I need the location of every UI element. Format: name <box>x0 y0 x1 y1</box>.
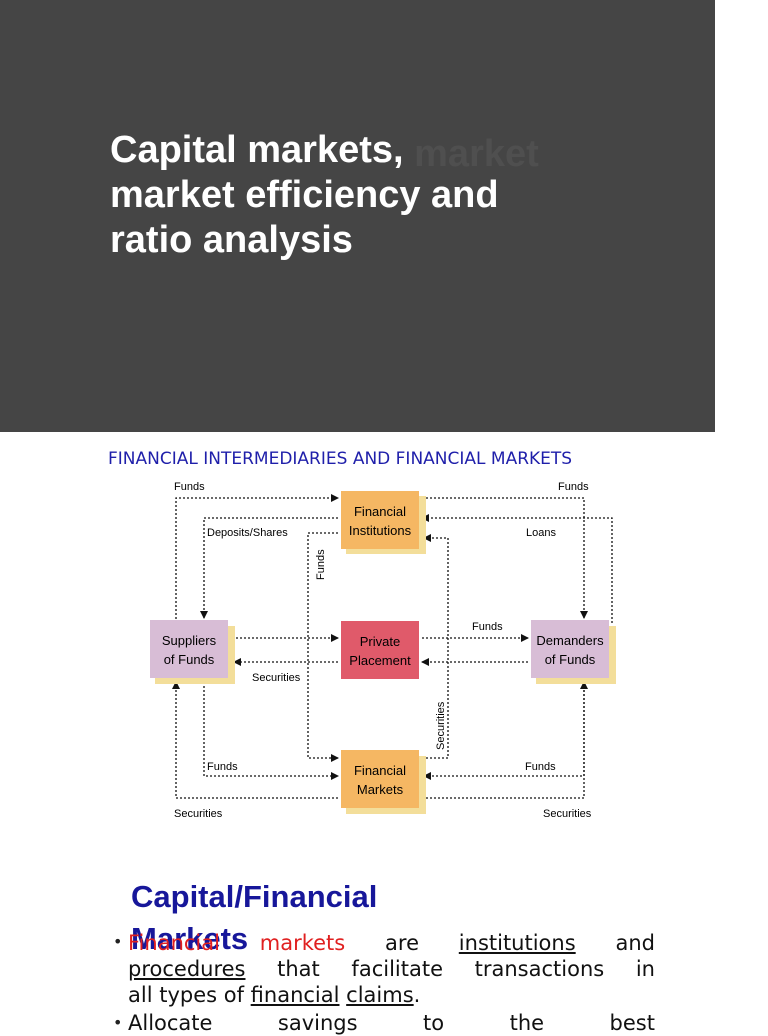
word-the: the <box>509 1011 545 1035</box>
intermediaries-diagram: Financial Institutions Private Placement… <box>150 481 616 820</box>
dem-label-2: of Funds <box>545 652 596 667</box>
link-institutions[interactable]: institutions <box>458 931 576 955</box>
label-securities-vertical: Securities <box>435 701 447 750</box>
bullet-1-dot: • <box>113 932 123 951</box>
word-markets-red: markets <box>259 931 346 955</box>
label-funds-top-right: Funds <box>558 481 589 493</box>
box-demanders-of-funds <box>531 620 609 678</box>
label-securities-bottom-left: Securities <box>174 808 223 820</box>
sup-label-2: of Funds <box>164 652 215 667</box>
label-funds-bottom-left: Funds <box>207 761 238 773</box>
label-deposits-shares: Deposits/Shares <box>207 527 288 539</box>
word-and: and <box>615 931 655 955</box>
bullet-2-dot: • <box>113 1013 123 1032</box>
word-are: are <box>385 931 419 955</box>
bullet-1-text: Financial markets are institutions and p… <box>128 930 655 1008</box>
text-facilitate: that facilitate transactions in <box>277 957 655 981</box>
arrow-funds-top-right <box>422 497 588 619</box>
arrow-funds-top-left <box>175 494 339 623</box>
fi-label-2: Institutions <box>349 523 412 538</box>
arrow-securities-bottom-right <box>422 681 588 799</box>
fm-label-2: Markets <box>357 782 404 797</box>
link-claims[interactable]: claims <box>346 983 414 1007</box>
word-allocate: Allocate <box>128 1011 213 1035</box>
dem-label-1: Demanders <box>536 633 604 648</box>
arrow-securities-bottom-left <box>172 681 338 799</box>
arrow-loans <box>421 514 613 623</box>
fm-label-1: Financial <box>354 763 406 778</box>
label-securities-bottom-right: Securities <box>543 808 592 820</box>
box-private-placement <box>341 621 419 679</box>
title-line-2: market efficiency and <box>110 174 499 216</box>
link-procedures[interactable]: procedures <box>128 957 246 981</box>
sup-label-1: Suppliers <box>162 633 217 648</box>
arrow-securities-vertical <box>422 534 449 759</box>
slide-title: Capital markets, market efficiency and r… <box>110 128 630 263</box>
label-funds-bottom-right: Funds <box>525 761 556 773</box>
label-funds-vertical: Funds <box>315 549 327 580</box>
section-heading-line-1: Capital/Financial <box>131 879 378 914</box>
section-heading: Capital/Financial Markets <box>131 876 431 960</box>
title-line-3: ratio analysis <box>110 219 353 261</box>
section-heading-line-2: Markets <box>131 921 249 956</box>
word-to: to <box>423 1011 445 1035</box>
label-loans: Loans <box>526 527 556 539</box>
box-suppliers-of-funds <box>150 620 228 678</box>
label-funds-middle: Funds <box>472 621 503 633</box>
link-financial[interactable]: financial <box>250 983 340 1007</box>
arrow-funds-bottom-left <box>203 678 339 780</box>
label-securities-middle: Securities <box>252 672 301 684</box>
box-financial-markets <box>341 750 419 808</box>
title-ghost-text: Capital markets, market <box>414 133 539 175</box>
title-line-1: Capital markets, <box>110 129 404 171</box>
fi-label-1: Financial <box>354 504 406 519</box>
pp-label-2: Placement <box>349 653 411 668</box>
bullet-2-text: Allocate savings to the best <box>128 1010 655 1036</box>
box-financial-institutions <box>341 491 419 549</box>
word-best: best <box>609 1011 655 1035</box>
text-all-types: all types of <box>128 983 244 1007</box>
text-period: . <box>413 983 421 1007</box>
pp-label-1: Private <box>360 634 400 649</box>
word-financial-red: Financial <box>128 931 220 955</box>
label-funds-top-left: Funds <box>174 481 205 493</box>
word-savings: savings <box>277 1011 358 1035</box>
arrow-deposits <box>200 517 338 619</box>
arrow-funds-vertical <box>307 532 339 762</box>
title-banner <box>0 0 715 432</box>
diagram-caption: FINANCIAL INTERMEDIARIES AND FINANCIAL M… <box>108 449 573 469</box>
